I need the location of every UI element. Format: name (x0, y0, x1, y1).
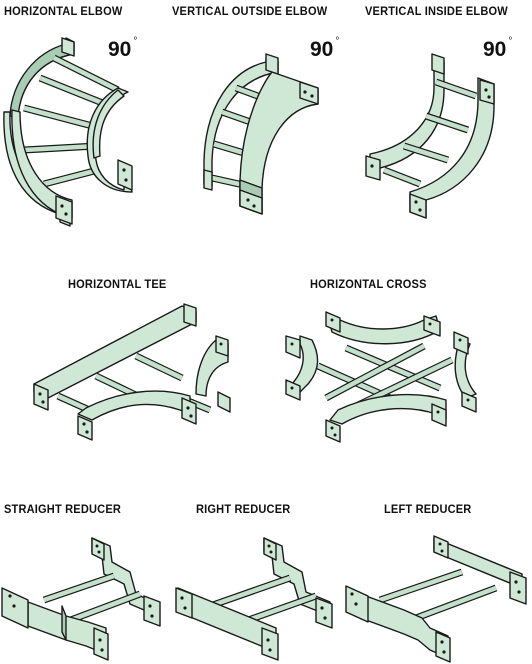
angle-vertical-outside-elbow: 90° (310, 36, 340, 61)
straight-reducer-drawing (1, 537, 161, 661)
left-reducer-drawing (345, 535, 527, 663)
label-left-reducer: LEFT REDUCER (384, 502, 472, 516)
label-horizontal-cross: HORIZONTAL CROSS (310, 277, 427, 291)
label-vertical-outside-elbow: VERTICAL OUTSIDE ELBOW (172, 4, 328, 18)
label-right-reducer: RIGHT REDUCER (196, 502, 291, 516)
angle-vertical-inside-elbow: 90° (483, 36, 513, 61)
horizontal-tee-drawing (33, 303, 231, 441)
label-horizontal-elbow: HORIZONTAL ELBOW (4, 4, 123, 18)
horizontal-elbow-drawing (3, 37, 133, 227)
angle-horizontal-elbow: 90° (108, 36, 138, 61)
vertical-inside-elbow-drawing (365, 53, 495, 219)
label-straight-reducer: STRAIGHT REDUCER (4, 502, 122, 516)
right-reducer-drawing (175, 537, 333, 661)
label-vertical-inside-elbow: VERTICAL INSIDE ELBOW (365, 4, 508, 18)
horizontal-cross-drawing (285, 311, 477, 443)
vertical-outside-elbow-drawing (203, 53, 319, 215)
label-horizontal-tee: HORIZONTAL TEE (68, 277, 167, 291)
